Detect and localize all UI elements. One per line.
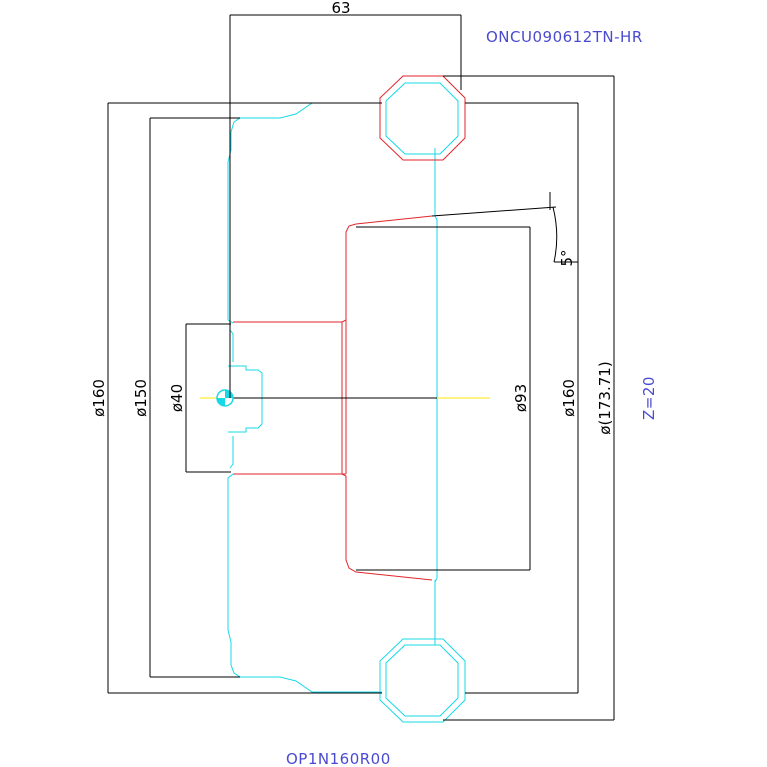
dim-160-right-label: ø160: [560, 379, 578, 417]
dim-5-degree-label: 5°: [558, 249, 576, 266]
dim-40-label: ø40: [168, 384, 186, 412]
bottom-insert: [379, 638, 466, 723]
teeth-count-label: Z=20: [640, 376, 658, 420]
insert-code-label: ONCU090612TN-HR: [486, 28, 643, 46]
center-marker: [216, 389, 234, 407]
dimension-lines: [107, 14, 615, 721]
tool-code-label: OP1N160R00: [286, 750, 391, 767]
top-insert: [379, 75, 466, 161]
dim-150-label: ø150: [132, 379, 150, 417]
dim-93-label: ø93: [512, 384, 530, 412]
workpiece-profile: [233, 215, 433, 581]
dim-160-left-label: ø160: [90, 379, 108, 417]
dim-173-label: ø(173.71): [596, 361, 614, 434]
dim-63-label: 63: [331, 0, 350, 17]
